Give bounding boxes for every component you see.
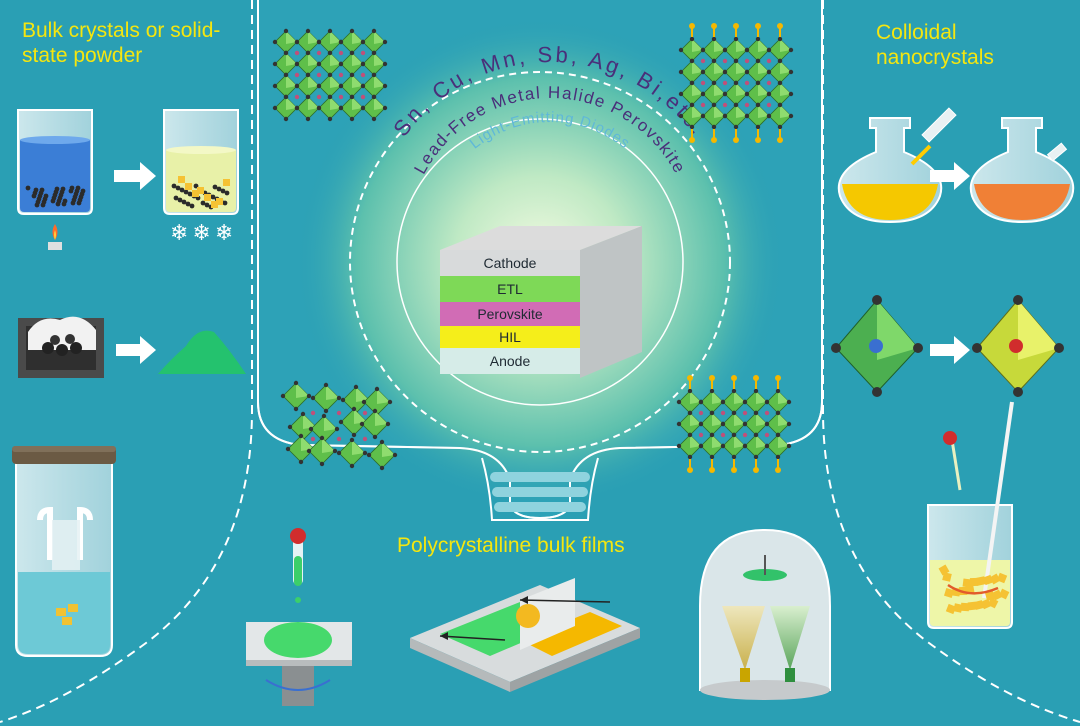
snowflake-icon: ❄❄❄ xyxy=(170,221,237,246)
octahedron-blue xyxy=(831,295,923,397)
stack-layer-label: ETL xyxy=(497,281,523,297)
crystal-lattice-bottom-right xyxy=(676,375,792,473)
octahedron-red xyxy=(972,295,1064,397)
stack-layer-label: Anode xyxy=(490,353,531,369)
yellow-flask xyxy=(837,107,957,224)
stirring-beaker xyxy=(927,401,1014,629)
crystal-lattice-top-left xyxy=(272,28,388,122)
arrow-right-icon xyxy=(114,162,156,190)
concentric-rings xyxy=(349,71,731,453)
arrow-right-icon xyxy=(930,336,970,364)
vacuum-evaporator xyxy=(699,528,831,700)
stack-layer-label: Perovskite xyxy=(477,306,543,322)
crucible xyxy=(18,316,104,378)
stack-layer-cathode: Cathode xyxy=(440,250,580,276)
stack-layer-label: Cathode xyxy=(484,255,537,271)
crystal-lattice-bottom-left xyxy=(280,380,398,471)
stack-layer-hil: HIL xyxy=(440,326,580,348)
bulk-crystals-title: Bulk crystals or solid-state powder xyxy=(22,19,221,67)
stack-layer-anode: Anode xyxy=(440,348,580,374)
heated-beaker xyxy=(17,109,93,250)
sealed-jar xyxy=(12,446,116,657)
crystal-lattice-top-right xyxy=(678,23,794,143)
cooled-beaker xyxy=(163,109,239,215)
polycrystalline-films-title: Polycrystalline bulk films xyxy=(397,534,625,557)
stack-layer-etl: ETL xyxy=(440,276,580,302)
stack-layer-perovskite: Perovskite xyxy=(440,302,580,326)
arrow-right-icon xyxy=(930,162,970,190)
stack-layer-label: HIL xyxy=(499,329,521,345)
blade-coater xyxy=(410,578,640,692)
arrow-right-icon xyxy=(116,336,156,364)
colloidal-nanocrystals-title: Colloidal nanocrystals xyxy=(876,21,994,69)
spin-coater xyxy=(246,528,352,706)
orange-flask xyxy=(969,117,1075,224)
green-powder-pile xyxy=(158,330,246,374)
